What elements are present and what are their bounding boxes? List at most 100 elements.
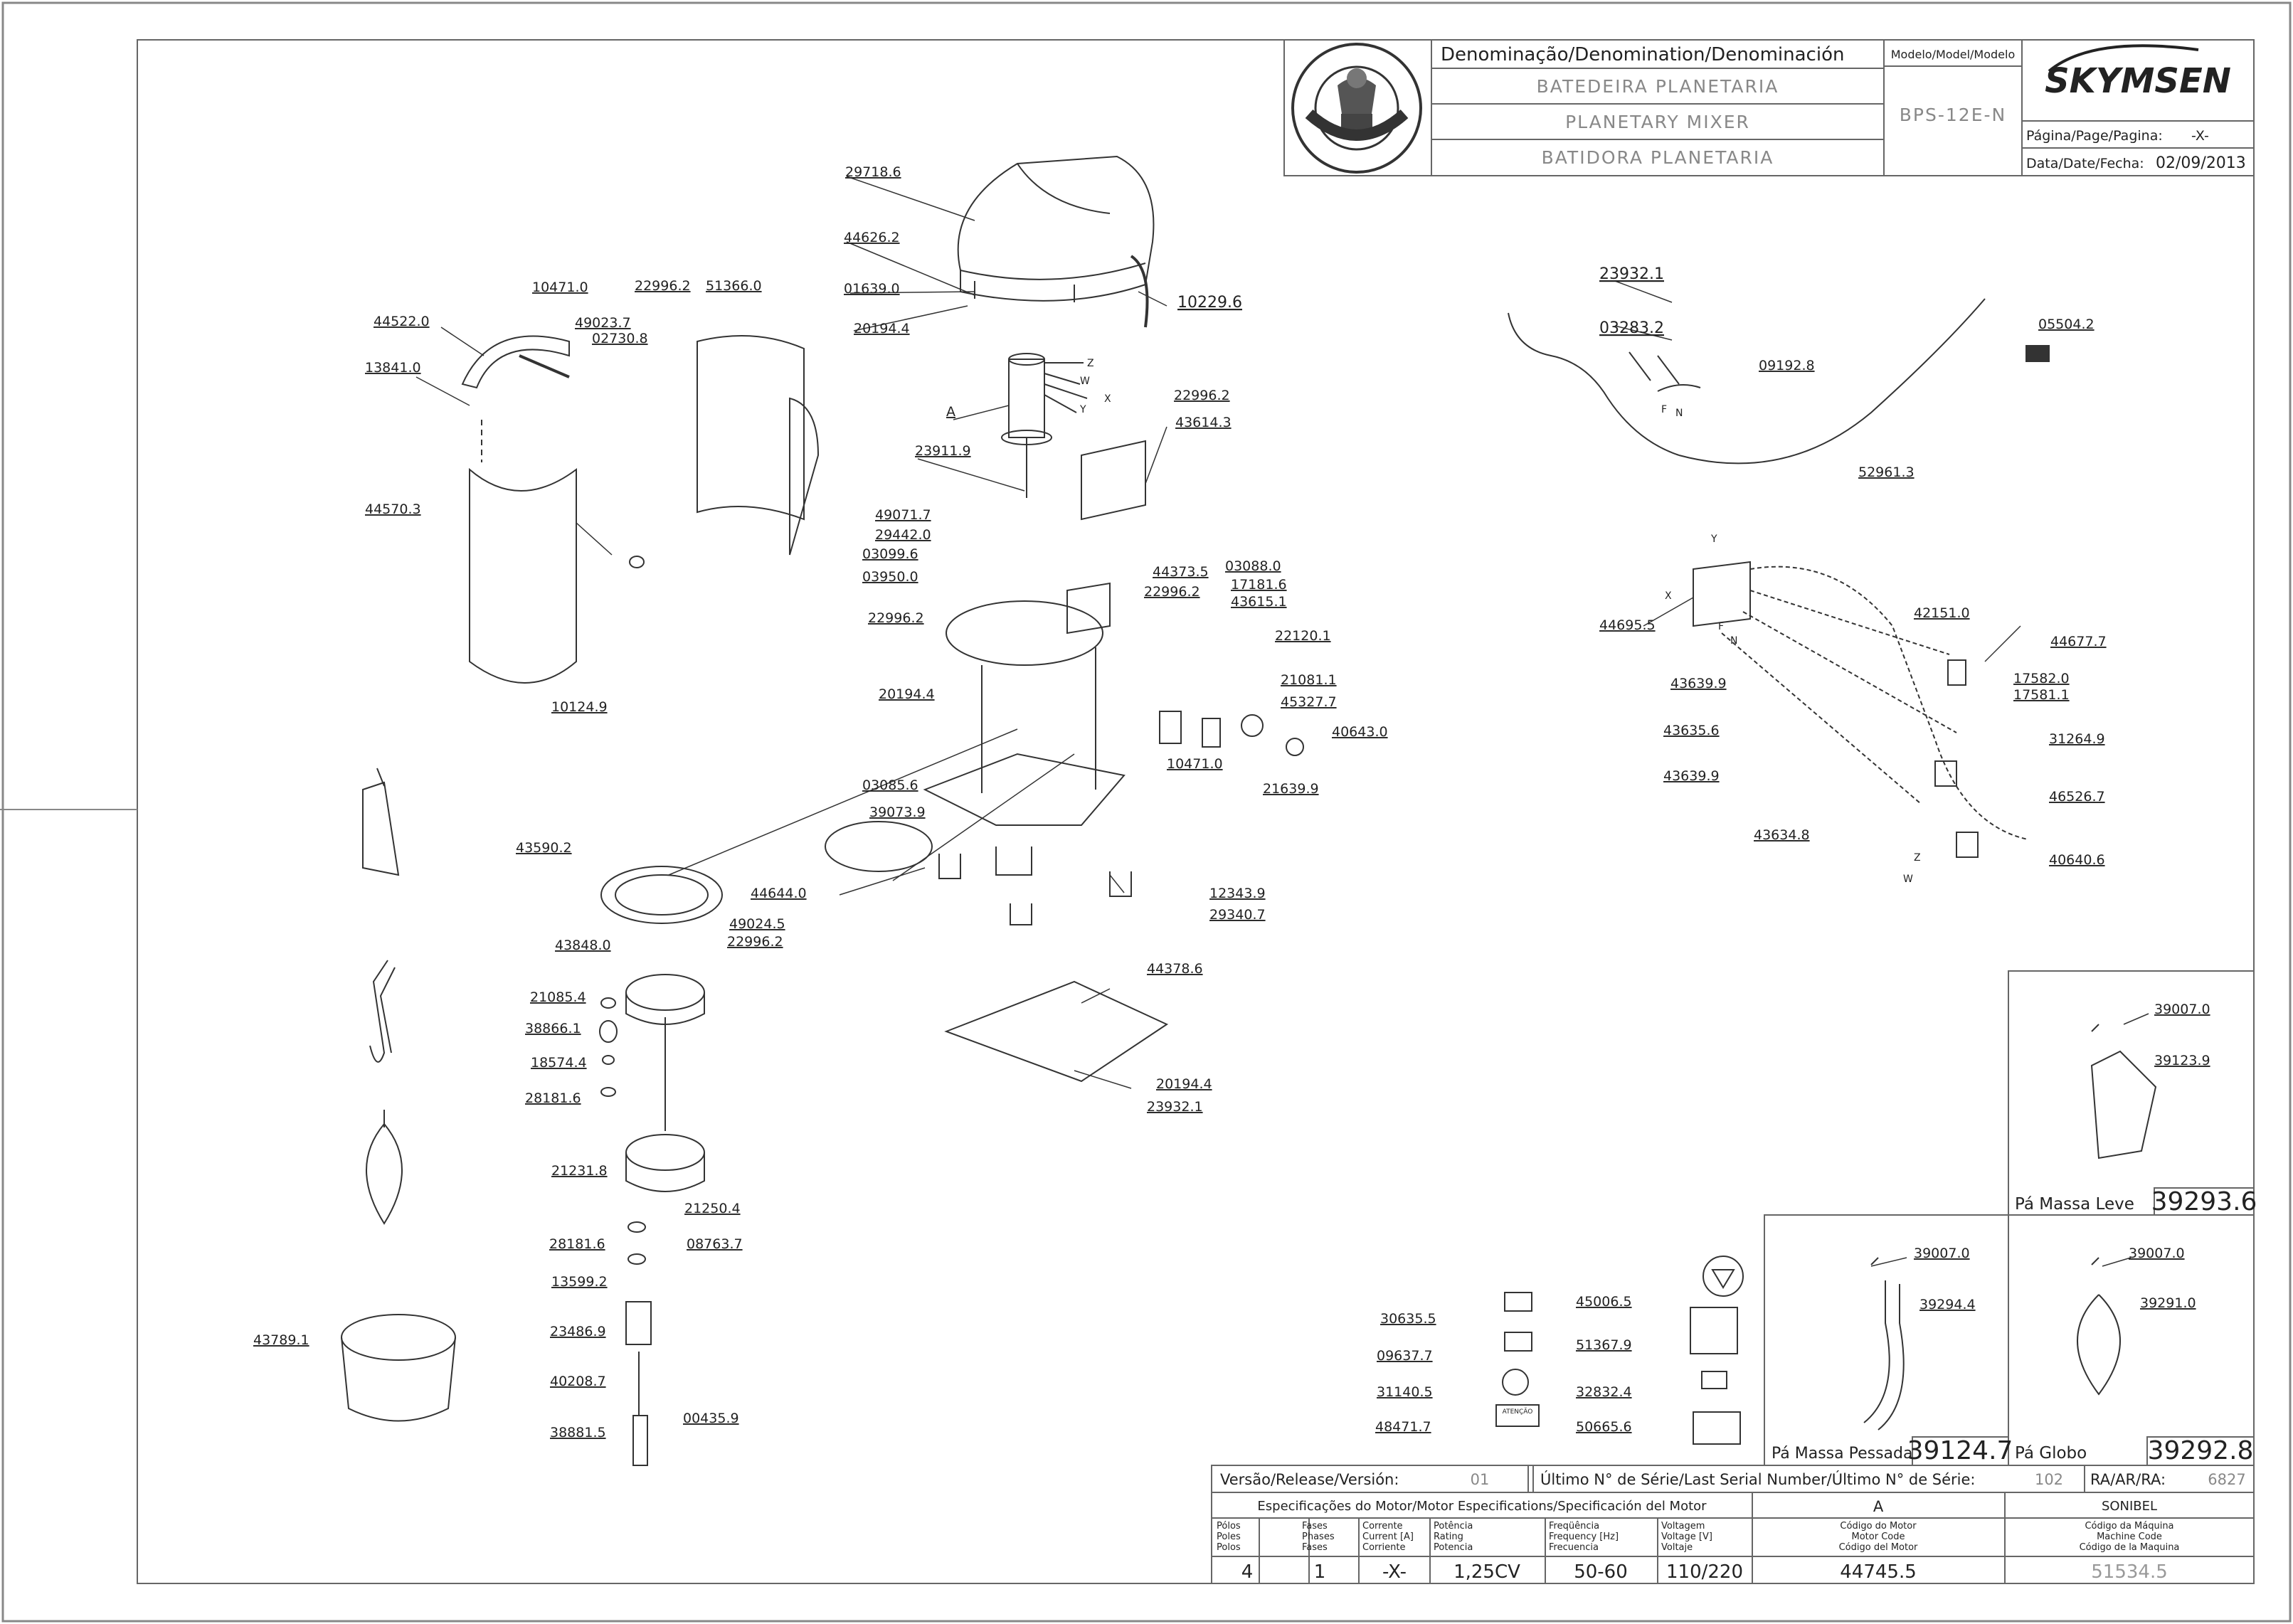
part-label: 31264.9 xyxy=(2049,731,2105,747)
guard-assembly xyxy=(461,335,645,684)
part-label: 20194.4 xyxy=(1156,1076,1212,1092)
model-header: Modelo/Model/Modelo xyxy=(1891,48,2015,61)
part-label: 52961.3 xyxy=(1858,465,1915,480)
part-label: 09637.7 xyxy=(1377,1348,1433,1364)
part-label: 44626.2 xyxy=(844,230,900,245)
electrical-panel xyxy=(1081,440,1146,521)
part-label: 00435.9 xyxy=(683,1411,739,1426)
accessory-part-label: 39123.9 xyxy=(2154,1053,2210,1068)
part-label: 12343.9 xyxy=(1209,886,1266,901)
part-label: 44570.3 xyxy=(365,501,421,517)
part-label: 22996.2 xyxy=(1144,584,1200,600)
part-label: 05504.2 xyxy=(2038,317,2095,332)
accessory-caption: Pá Massa Leve xyxy=(2015,1195,2134,1214)
part-label: 43614.3 xyxy=(1175,415,1232,430)
accessory-code: 39124.7 xyxy=(1907,1436,2013,1465)
part-label: 43634.8 xyxy=(1754,827,1810,843)
part-label: F xyxy=(1718,621,1724,632)
brand-swoosh xyxy=(2048,44,2199,73)
label-icons xyxy=(1495,1256,1744,1445)
part-label: 17181.6 xyxy=(1231,577,1287,593)
part-label: 50665.6 xyxy=(1576,1419,1632,1435)
column-assembly xyxy=(825,582,1304,925)
bowl xyxy=(341,1314,456,1422)
serial-label: Último N° de Série/Last Serial Number/Úl… xyxy=(1540,1470,1976,1488)
part-label: 43635.6 xyxy=(1663,723,1720,738)
part-label: 29340.7 xyxy=(1209,907,1266,923)
part-label: 28181.6 xyxy=(525,1090,581,1106)
part-label: W xyxy=(1080,376,1090,387)
accessory-part-label: 39291.0 xyxy=(2140,1295,2196,1311)
part-label: 02730.8 xyxy=(592,331,648,346)
part-label: Y xyxy=(1079,404,1086,415)
value-motor-code: 44745.5 xyxy=(1840,1561,1917,1583)
part-label: 28181.6 xyxy=(549,1236,605,1252)
accessory-caption: Pá Globo xyxy=(2015,1444,2087,1463)
accessory-part-label: 39294.4 xyxy=(1919,1297,1976,1312)
part-label: 51367.9 xyxy=(1576,1337,1632,1353)
value-rating: 1,25CV xyxy=(1453,1561,1520,1583)
cover-assembly xyxy=(957,155,1155,328)
part-label: 13599.2 xyxy=(551,1274,608,1290)
motor-letter: A xyxy=(1873,1498,1884,1515)
part-label: 43639.9 xyxy=(1670,676,1727,691)
part-label: Z xyxy=(1087,358,1094,369)
part-label: F xyxy=(1661,404,1667,415)
part-label: 40643.0 xyxy=(1332,724,1388,740)
machine-name-en: PLANETARY MIXER xyxy=(1565,112,1750,132)
part-label: 21639.9 xyxy=(1263,781,1319,797)
part-label: 03950.0 xyxy=(862,569,918,585)
accessory-drawings xyxy=(1863,1024,2157,1431)
part-label: 30635.5 xyxy=(1380,1311,1436,1327)
part-label: 08763.7 xyxy=(687,1236,743,1252)
part-label: 10471.0 xyxy=(1167,756,1223,772)
part-label: 21085.4 xyxy=(530,989,586,1005)
model-value: BPS-12E-N xyxy=(1900,105,2006,125)
part-label: Y xyxy=(1710,534,1717,545)
part-label: 44522.0 xyxy=(374,314,430,329)
part-label: 44378.6 xyxy=(1147,961,1203,977)
part-label: 21250.4 xyxy=(684,1201,741,1216)
part-label: 49071.7 xyxy=(875,507,931,523)
part-label: X xyxy=(1665,590,1672,602)
machine-name-pt: BATEDEIRA PLANETARIA xyxy=(1537,76,1779,97)
part-label: 31140.5 xyxy=(1377,1384,1433,1400)
part-label: 43848.0 xyxy=(555,938,611,953)
value-phases: 1 xyxy=(1314,1561,1326,1583)
part-label: 46526.7 xyxy=(2049,789,2105,805)
part-label: A xyxy=(946,404,955,420)
ra-label: RA/AR/RA: xyxy=(2090,1471,2166,1488)
value-poles: 4 xyxy=(1241,1561,1254,1583)
part-label: 10471.0 xyxy=(532,280,588,295)
part-label: Z xyxy=(1914,852,1921,864)
part-label: 17582.0 xyxy=(2013,671,2070,686)
part-label: 44373.5 xyxy=(1153,564,1209,580)
part-label: 44677.7 xyxy=(2050,634,2107,649)
part-label: N xyxy=(1675,408,1683,419)
planetary-assembly xyxy=(599,866,723,1466)
part-label: 23486.9 xyxy=(550,1324,606,1339)
part-label: 21081.1 xyxy=(1281,672,1337,688)
page-label: Página/Page/Pagina: xyxy=(2026,128,2163,144)
part-label: 23932.1 xyxy=(1147,1099,1203,1115)
part-label: 18574.4 xyxy=(531,1055,587,1071)
page-value: -X- xyxy=(2191,128,2209,144)
part-label: X xyxy=(1104,393,1111,405)
part-label: 39073.9 xyxy=(869,805,926,820)
accessory-part-label: 39007.0 xyxy=(2154,1002,2210,1017)
part-label: 21231.8 xyxy=(551,1163,608,1179)
spec-values: 4 1 -X- 1,25CV 50-60 110/220 44745.5 515… xyxy=(1241,1561,2168,1583)
leader-lines xyxy=(415,176,2149,1267)
accessory-caption: Pá Massa Pessada xyxy=(1772,1445,1912,1463)
part-label: 43615.1 xyxy=(1231,594,1287,610)
accessory-code: 39293.6 xyxy=(2151,1187,2257,1216)
accessory-part-label: 39007.0 xyxy=(2129,1246,2185,1261)
part-label: 22996.2 xyxy=(1174,388,1230,403)
part-label: 20194.4 xyxy=(854,321,910,336)
value-current: -X- xyxy=(1382,1561,1407,1583)
